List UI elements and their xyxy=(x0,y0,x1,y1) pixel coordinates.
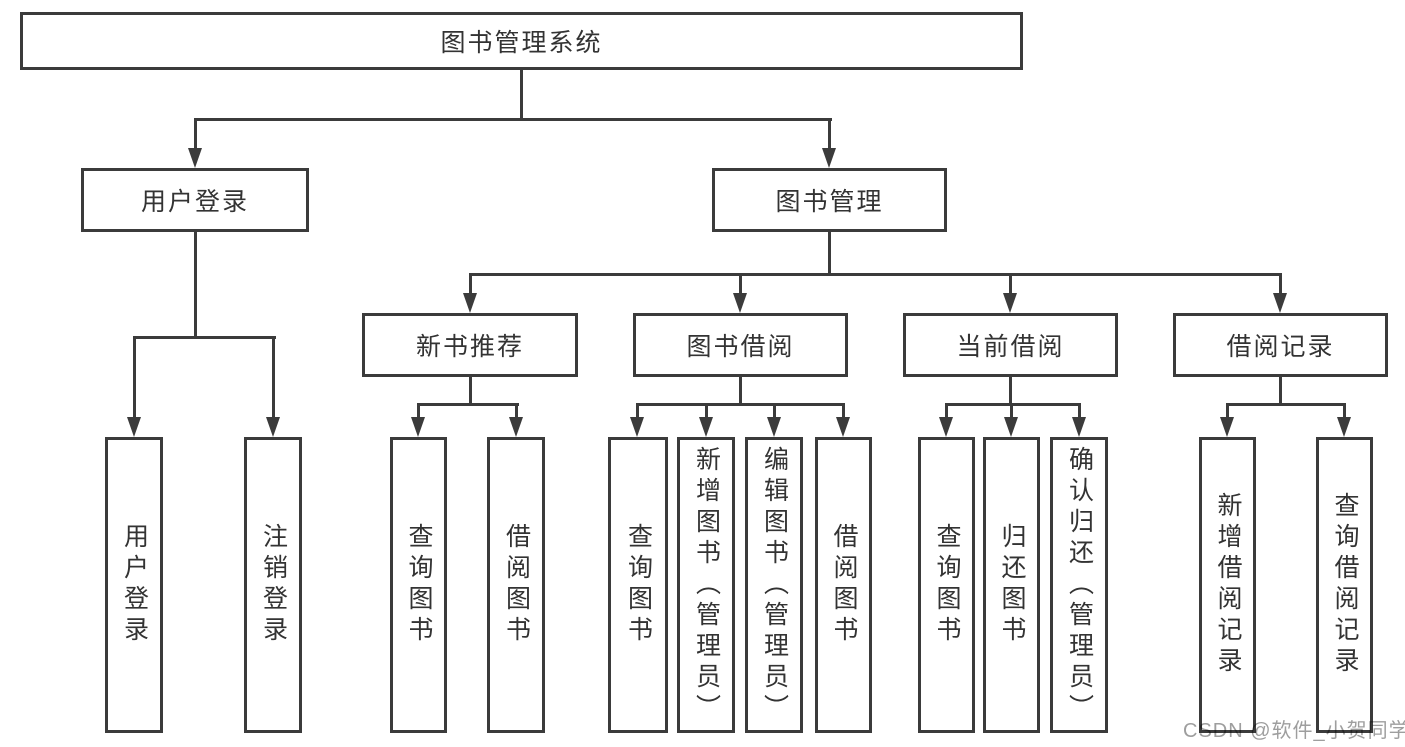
leaf-add-borrow-record: 新增借阅记录 xyxy=(1199,437,1256,733)
connector-line xyxy=(773,403,776,421)
connector-line xyxy=(637,403,845,406)
leaf-query-borrow-record: 查询借阅记录 xyxy=(1316,437,1373,733)
connector-line xyxy=(134,336,276,339)
connector-line xyxy=(418,403,519,406)
node-book-management: 图书管理 xyxy=(712,168,947,232)
node-current-borrowing: 当前借阅 xyxy=(903,313,1118,377)
arrowhead-icon xyxy=(1072,417,1086,437)
connector-line xyxy=(945,403,948,421)
leaf-user-login: 用户登录 xyxy=(105,437,163,733)
connector-line xyxy=(739,377,742,406)
leaf-add-book-admin: 新增图书（管理员） xyxy=(677,437,735,733)
leaf-logout: 注销登录 xyxy=(244,437,302,733)
connector-line xyxy=(1009,273,1012,297)
connector-line xyxy=(1009,377,1012,406)
connector-line xyxy=(946,403,1081,406)
arrowhead-icon xyxy=(836,417,850,437)
arrowhead-icon xyxy=(188,148,202,168)
arrowhead-icon xyxy=(1337,417,1351,437)
connector-line xyxy=(133,336,136,420)
connector-line xyxy=(520,70,523,118)
leaf-borrow-books-recommend: 借阅图书 xyxy=(487,437,545,733)
connector-line xyxy=(842,403,845,421)
leaf-borrow-books-borrowing: 借阅图书 xyxy=(815,437,872,733)
arrowhead-icon xyxy=(1004,417,1018,437)
connector-line xyxy=(828,118,831,150)
node-user-login: 用户登录 xyxy=(81,168,309,232)
arrowhead-icon xyxy=(733,293,747,313)
connector-line xyxy=(195,118,832,121)
csdn-watermark: CSDN @软件_小贺同学 xyxy=(1183,720,1405,742)
connector-line xyxy=(705,403,708,421)
connector-line xyxy=(1226,403,1229,421)
connector-line xyxy=(469,377,472,406)
connector-line xyxy=(272,336,275,420)
arrowhead-icon xyxy=(1003,293,1017,313)
arrowhead-icon xyxy=(509,417,523,437)
arrowhead-icon xyxy=(411,417,425,437)
leaf-query-books-current: 查询图书 xyxy=(918,437,975,733)
leaf-edit-book-admin: 编辑图书（管理员） xyxy=(745,437,803,733)
node-book-borrowing: 图书借阅 xyxy=(633,313,848,377)
arrowhead-icon xyxy=(266,417,280,437)
connector-line xyxy=(636,403,639,421)
connector-line xyxy=(739,273,742,297)
arrowhead-icon xyxy=(630,417,644,437)
node-new-book-recommendation: 新书推荐 xyxy=(362,313,578,377)
connector-line xyxy=(470,273,1282,276)
arrowhead-icon xyxy=(767,417,781,437)
connector-line xyxy=(194,118,197,150)
connector-line xyxy=(469,273,472,297)
node-library-management-system: 图书管理系统 xyxy=(20,12,1023,70)
connector-line xyxy=(1227,403,1346,406)
node-borrowing-records: 借阅记录 xyxy=(1173,313,1388,377)
leaf-confirm-return-admin: 确认归还（管理员） xyxy=(1050,437,1108,733)
arrowhead-icon xyxy=(822,148,836,168)
connector-line xyxy=(1010,403,1013,421)
leaf-return-book: 归还图书 xyxy=(983,437,1040,733)
connector-line xyxy=(1078,403,1081,421)
arrowhead-icon xyxy=(127,417,141,437)
leaf-query-books-borrowing: 查询图书 xyxy=(608,437,668,733)
arrowhead-icon xyxy=(1273,293,1287,313)
connector-line xyxy=(417,403,420,421)
connector-line xyxy=(1343,403,1346,421)
leaf-query-books-recommend: 查询图书 xyxy=(390,437,447,733)
arrowhead-icon xyxy=(1220,417,1234,437)
connector-line xyxy=(194,232,197,339)
arrowhead-icon xyxy=(463,293,477,313)
arrowhead-icon xyxy=(699,417,713,437)
connector-line xyxy=(1279,377,1282,406)
arrowhead-icon xyxy=(939,417,953,437)
connector-line xyxy=(828,232,831,276)
connector-line xyxy=(515,403,518,421)
connector-line xyxy=(1279,273,1282,297)
